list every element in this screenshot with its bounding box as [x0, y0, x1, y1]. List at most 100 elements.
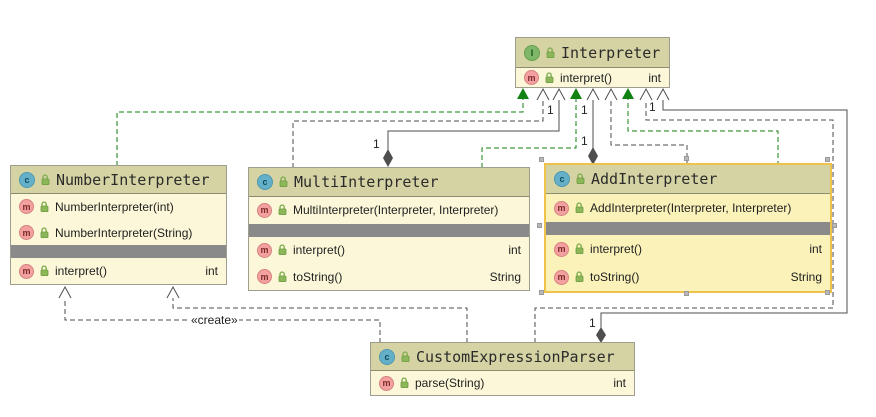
edge-numberinterpreter-implements[interactable] — [116, 99, 524, 166]
section-separator — [546, 222, 830, 235]
method-row[interactable]: m toString() String — [546, 263, 830, 291]
chevron-arrowhead-icon — [586, 87, 600, 101]
selection-handle[interactable] — [684, 291, 689, 296]
lock-icon — [277, 244, 288, 256]
triangle-arrowhead-icon — [622, 88, 634, 99]
edge-addinterpreter-dependency[interactable] — [610, 100, 688, 166]
multiplicity-label: 1 — [580, 103, 589, 117]
edge-multiinterpreter-implements[interactable] — [481, 99, 577, 168]
multiplicity-label: 1 — [648, 100, 657, 114]
multiplicity-label: 1 — [580, 134, 589, 148]
node-header[interactable]: c CustomExpressionParser — [371, 343, 634, 371]
create-stereotype-label: «create» — [190, 313, 239, 327]
selection-handle[interactable] — [832, 223, 837, 228]
triangle-arrowhead-icon — [570, 88, 582, 99]
node-title: MultiInterpreter — [294, 173, 439, 191]
method-name: parse(String) — [415, 376, 485, 390]
method-icon: m — [257, 269, 272, 285]
method-name: interpret() — [560, 70, 613, 85]
interface-icon: I — [524, 44, 540, 61]
edge-multiinterpreter-dependency[interactable] — [292, 100, 544, 168]
class-node-addinterpreter[interactable]: c AddInterpreter m AddInterpreter(Interp… — [544, 163, 832, 293]
method-icon: m — [379, 375, 394, 391]
method-row[interactable]: m interpret() int — [516, 68, 669, 87]
method-name: interpret() — [55, 264, 108, 279]
edge-multiinterpreter-aggregation[interactable] — [387, 100, 560, 150]
node-header[interactable]: I Interpreter — [516, 38, 669, 68]
selection-handle[interactable] — [825, 157, 830, 162]
lock-icon — [574, 202, 585, 214]
lock-icon — [277, 204, 288, 216]
section-separator — [249, 223, 529, 237]
diamond-icon — [588, 147, 598, 165]
class-icon: c — [379, 348, 395, 365]
selection-handle[interactable] — [539, 157, 544, 162]
method-icon: m — [19, 199, 34, 215]
node-title: CustomExpressionParser — [416, 347, 615, 366]
chevron-arrowhead-icon — [639, 87, 653, 101]
method-name: interpret() — [590, 242, 643, 256]
class-node-interpreter[interactable]: I Interpreter m interpret() int — [515, 37, 670, 88]
triangle-arrowhead-icon — [517, 88, 529, 99]
constructor-name: NumberInterpreter(int) — [55, 199, 174, 214]
class-icon: c — [554, 171, 570, 187]
class-node-numberinterpreter[interactable]: c NumberInterpreter m NumberInterpreter(… — [10, 165, 227, 285]
selection-handle[interactable] — [537, 223, 542, 228]
class-node-multiinterpreter[interactable]: c MultiInterpreter m MultiInterpreter(In… — [248, 167, 530, 291]
method-icon: m — [257, 242, 272, 258]
constructor-row[interactable]: m NumberInterpreter(String) — [11, 220, 226, 246]
constructor-row[interactable]: m MultiInterpreter(Interpreter, Interpre… — [249, 197, 529, 224]
lock-icon — [39, 226, 50, 239]
class-icon: c — [257, 174, 273, 190]
method-return-type: int — [205, 264, 218, 279]
method-icon: m — [19, 225, 34, 240]
node-title: NumberInterpreter — [56, 170, 210, 189]
edge-parser-aggregation[interactable] — [600, 100, 848, 328]
lock-icon — [278, 176, 289, 188]
method-row[interactable]: m interpret() int — [11, 258, 226, 284]
selection-handle[interactable] — [684, 156, 689, 161]
edge-parser-dependency-interpreter[interactable] — [534, 100, 834, 343]
method-row[interactable]: m parse(String) int — [371, 371, 634, 395]
node-header[interactable]: c NumberInterpreter — [11, 166, 226, 194]
selection-handle[interactable] — [825, 290, 830, 295]
method-return-type: int — [613, 376, 626, 390]
node-title: AddInterpreter — [591, 170, 718, 188]
node-header[interactable]: c MultiInterpreter — [249, 168, 529, 197]
method-return-type: int — [809, 242, 822, 256]
method-name: interpret() — [293, 243, 346, 257]
class-icon: c — [19, 171, 35, 188]
lock-icon — [574, 243, 585, 255]
constructor-row[interactable]: m NumberInterpreter(int) — [11, 194, 226, 220]
multiplicity-label: 1 — [372, 137, 381, 151]
edge-addinterpreter-implements[interactable] — [627, 99, 779, 166]
method-icon: m — [257, 202, 272, 218]
edge-parser-dependency-numberinterpreter[interactable] — [172, 298, 468, 343]
lock-icon — [575, 173, 586, 185]
diamond-icon — [383, 149, 393, 167]
lock-icon — [544, 71, 555, 84]
method-icon: m — [524, 70, 539, 85]
method-return-type: int — [648, 70, 661, 85]
constructor-row[interactable]: m AddInterpreter(Interpreter, Interprete… — [546, 194, 830, 222]
method-row[interactable]: m interpret() int — [249, 237, 529, 264]
method-return-type: String — [790, 270, 822, 284]
lock-icon — [574, 271, 585, 283]
method-row[interactable]: m interpret() int — [546, 235, 830, 263]
lock-icon — [277, 271, 288, 283]
lock-icon — [400, 350, 411, 363]
method-row[interactable]: m toString() String — [249, 263, 529, 290]
method-return-type: int — [508, 243, 521, 257]
method-icon: m — [554, 200, 569, 216]
selection-handle[interactable] — [539, 290, 544, 295]
chevron-arrowhead-icon — [656, 87, 670, 101]
chevron-arrowhead-icon — [604, 87, 618, 101]
node-header[interactable]: c AddInterpreter — [546, 165, 830, 194]
node-title: Interpreter — [561, 43, 661, 62]
chevron-arrowhead-icon — [58, 285, 72, 299]
multiplicity-label: 1 — [546, 103, 555, 117]
class-node-customexpressionparser[interactable]: c CustomExpressionParser m parse(String)… — [370, 342, 635, 396]
constructor-name: MultiInterpreter(Interpreter, Interprete… — [293, 203, 499, 218]
